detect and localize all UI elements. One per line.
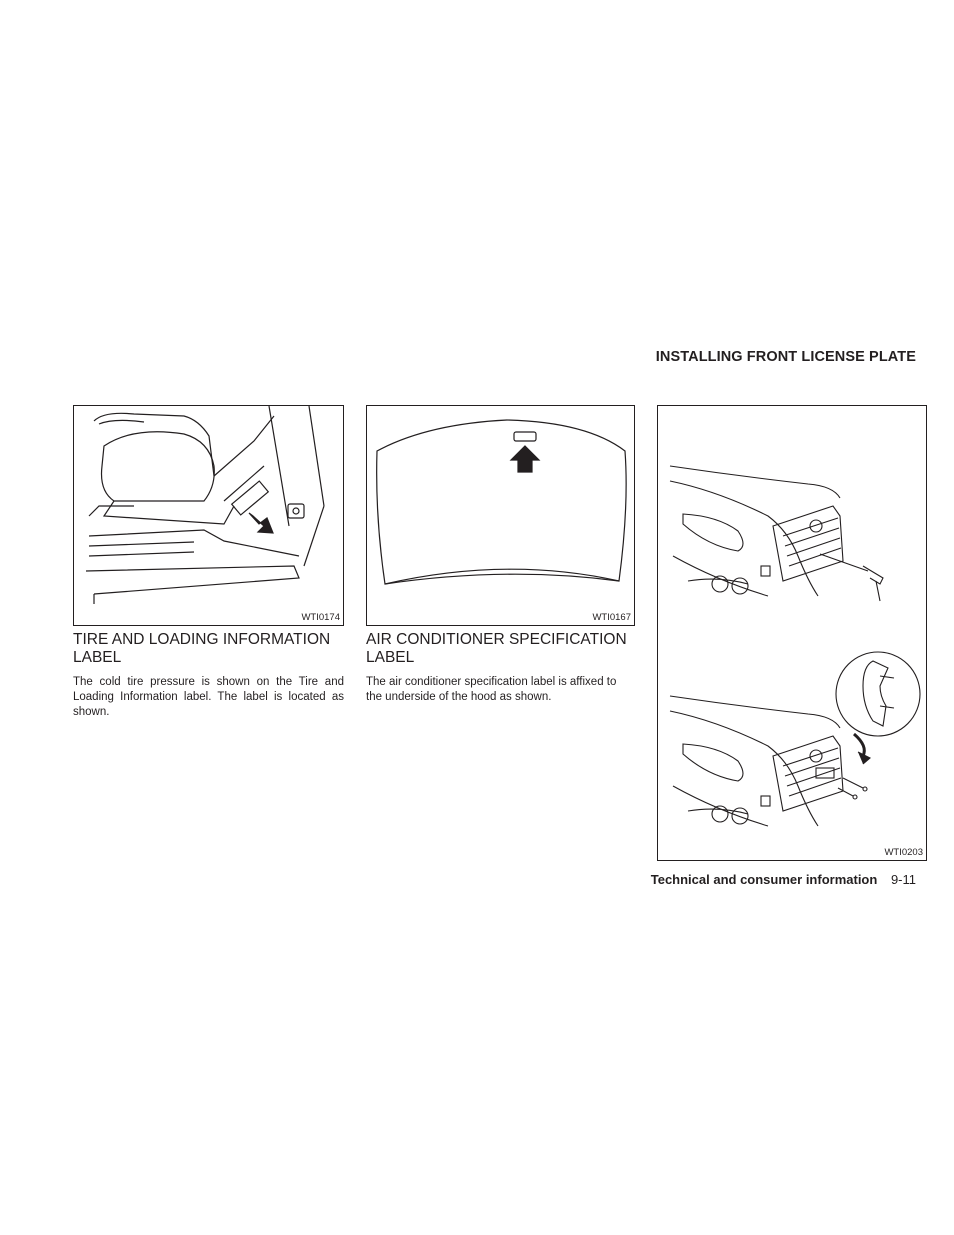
ac-label-figure: WTI0167 bbox=[366, 405, 635, 626]
license-plate-figure: WTI0203 bbox=[657, 405, 927, 861]
ac-label-body: The air conditioner specification label … bbox=[366, 676, 617, 703]
tire-label-figure: WTI0174 bbox=[73, 405, 344, 626]
figure-code: WTI0174 bbox=[301, 612, 340, 623]
section-header: INSTALLING FRONT LICENSE PLATE bbox=[655, 349, 916, 365]
page-number: 9-11 bbox=[890, 872, 916, 887]
tire-label-heading: TIRE AND LOADING INFORMATION LABEL bbox=[73, 631, 353, 667]
page-footer: Technical and consumer information 9-11 bbox=[651, 872, 916, 887]
figure-code: WTI0167 bbox=[592, 612, 631, 623]
ac-label-heading: AIR CONDITIONER SPECIFICATION LABEL bbox=[366, 631, 646, 667]
heading-line: TIRE AND LOADING INFORMATION bbox=[73, 631, 331, 648]
heading-line: LABEL bbox=[366, 649, 415, 666]
heading-line: LABEL bbox=[73, 649, 122, 666]
chapter-title: Technical and consumer information bbox=[650, 872, 878, 887]
tire-label-body: The cold tire pressure is shown on the T… bbox=[73, 676, 344, 718]
figure-code: WTI0203 bbox=[884, 847, 923, 858]
heading-line: AIR CONDITIONER SPECIFICATION bbox=[366, 631, 627, 648]
